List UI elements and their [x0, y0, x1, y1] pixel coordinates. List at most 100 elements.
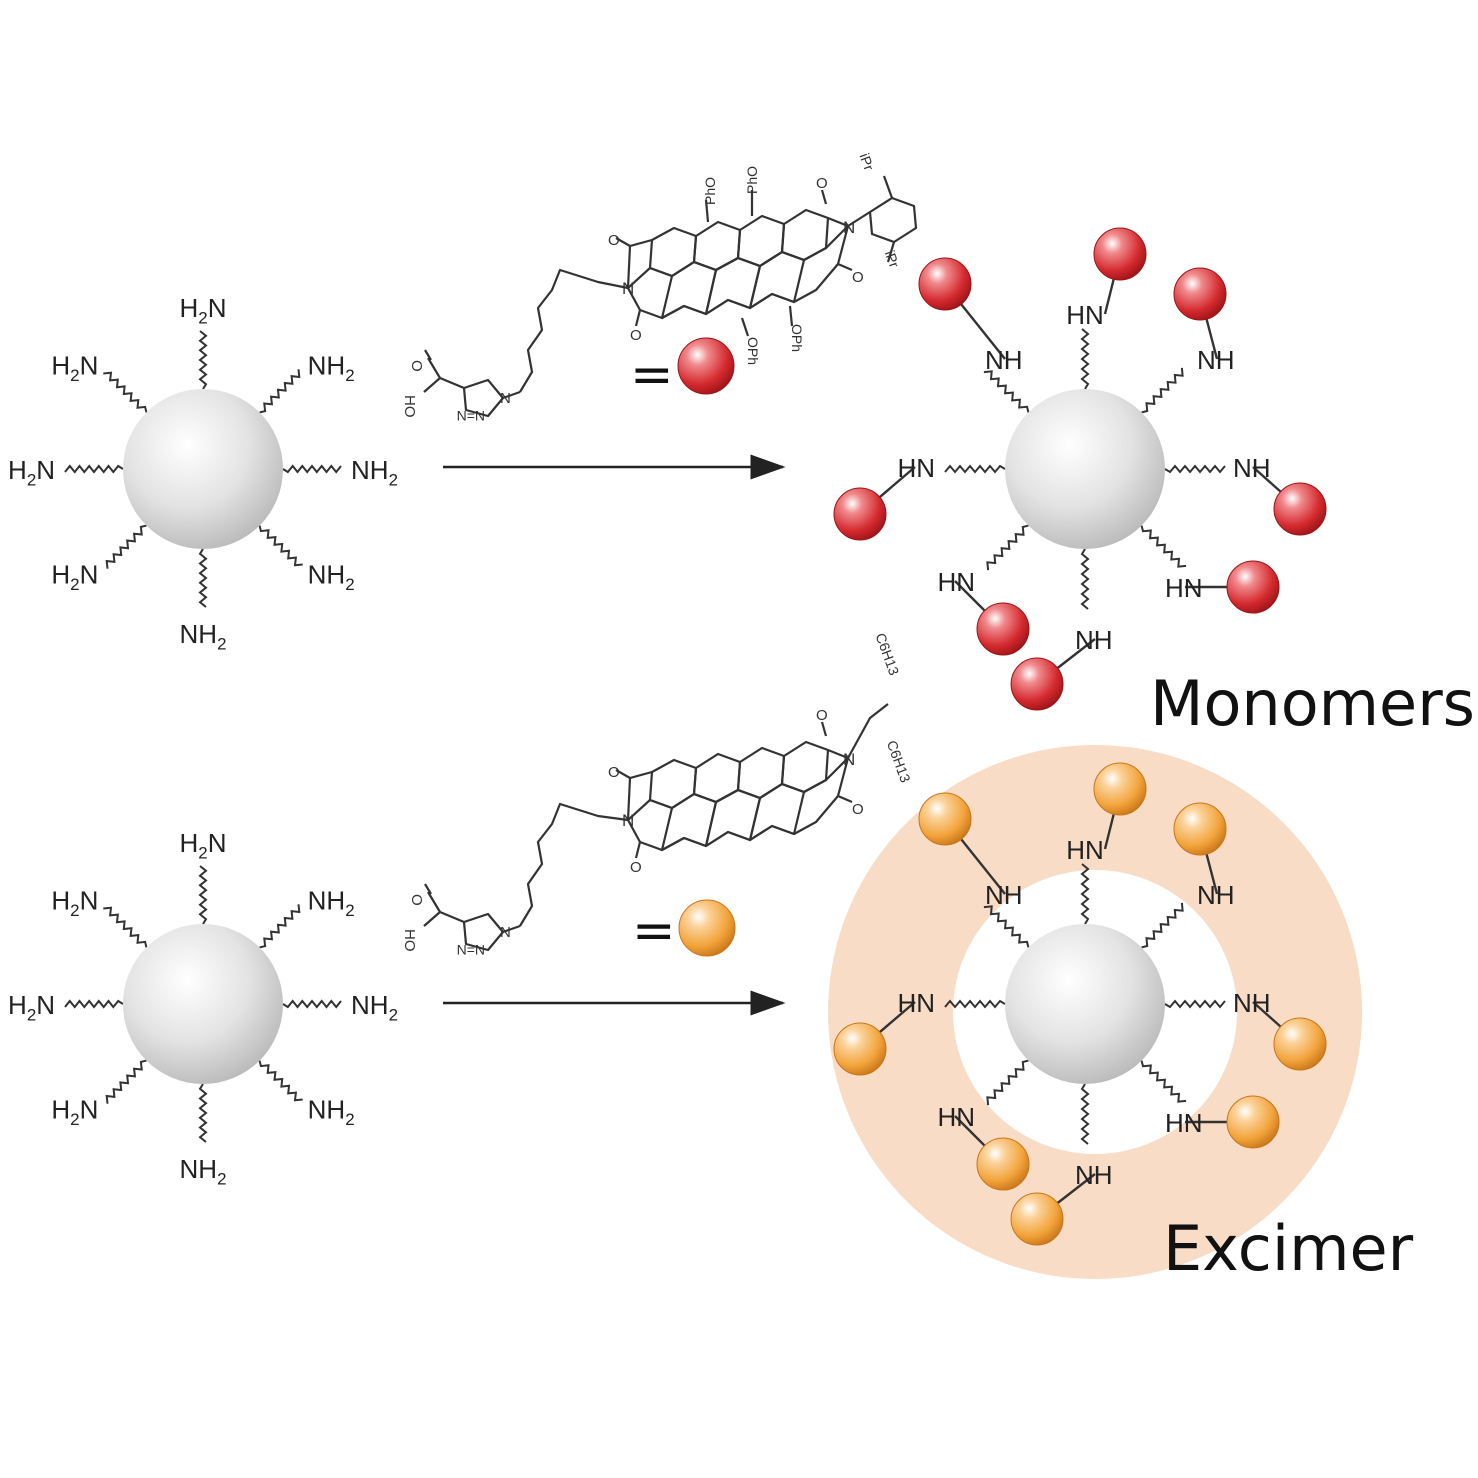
dye-bead	[976, 1137, 1030, 1191]
amine-label: NH	[1233, 988, 1271, 1018]
linker-chain	[1080, 1083, 1090, 1145]
monomers-label: Monomers	[1150, 667, 1475, 740]
amine-label: H2N	[51, 350, 98, 385]
linker-chain	[198, 1083, 208, 1143]
linker-chain	[983, 370, 1030, 413]
amine-label: H2N	[8, 455, 55, 490]
excimer-label: Excimer	[1163, 1212, 1414, 1285]
linker-chain	[105, 524, 147, 569]
atom-o-2: O	[630, 327, 642, 344]
amine-label: HN	[897, 453, 935, 483]
amine-label: HN	[937, 1102, 975, 1132]
linker-chain	[986, 1059, 1029, 1106]
atom-ipr-2: iPr	[882, 248, 903, 270]
linker-chain	[1164, 999, 1226, 1009]
red-bead-legend	[677, 337, 735, 395]
amine-label: HN	[897, 988, 935, 1018]
atom-c6h13-2: C6H13	[884, 738, 914, 785]
linker-chain	[103, 906, 148, 948]
pdi-phenoxy-molecule: O HO N=N N N N O O O O PhO PhO OPh OPh i…	[401, 151, 918, 424]
linker-chain	[105, 1059, 147, 1104]
amine-label: H2N	[8, 990, 55, 1025]
atom-nn: N=N	[457, 942, 485, 958]
atom-o-2: O	[630, 859, 642, 876]
dye-bead	[1226, 560, 1280, 614]
atom-oph-2: OPh	[789, 324, 805, 352]
dye-bead	[918, 792, 972, 846]
amine-label: NH	[1075, 625, 1113, 655]
linker-chain	[282, 464, 342, 474]
amine-label: H2N	[51, 1095, 98, 1130]
amine-label: H2N	[51, 885, 98, 920]
atom-n-imide-right: N	[843, 218, 855, 237]
pdi-swallowtail-molecule: O HO N=N N N N O O O O C6H13 C6H13	[401, 631, 914, 958]
amine-label: HN	[937, 567, 975, 597]
linker-chain	[1140, 1060, 1187, 1103]
atom-oph-1: OPh	[745, 337, 761, 365]
dye-bead	[1010, 657, 1064, 711]
atom-ho: HO	[401, 395, 418, 418]
atom-n-triazole: N	[500, 924, 511, 941]
equals-orange: =	[632, 901, 676, 961]
nanoparticle-core	[1005, 389, 1165, 549]
amine-label: H2N	[180, 293, 227, 328]
linker-chain	[258, 1060, 303, 1102]
orange-bead-legend	[678, 899, 736, 957]
dye-bead	[1273, 482, 1327, 536]
dye-bead	[918, 257, 972, 311]
nanoparticle-core	[123, 924, 283, 1084]
linker-chain	[259, 369, 301, 414]
atom-n-imide-left: N	[622, 279, 634, 298]
dye-bead	[833, 1022, 887, 1076]
amine-label: NH	[1075, 1160, 1113, 1190]
atom-o: O	[408, 894, 425, 906]
linker-chain	[198, 865, 208, 925]
linker-chain	[64, 464, 124, 474]
atom-c6h13-1: C6H13	[872, 631, 902, 678]
amine-label: NH2	[308, 560, 355, 595]
atom-o-4: O	[816, 707, 828, 724]
linker-chain	[64, 999, 124, 1009]
atom-pho-2: PhO	[744, 166, 760, 194]
dye-bead	[1173, 267, 1227, 321]
amine-label: HN	[1066, 300, 1104, 330]
atom-pho-1: PhO	[702, 177, 718, 205]
linker-chain	[944, 999, 1006, 1009]
dye-bead	[976, 602, 1030, 656]
linker-chain	[1080, 863, 1090, 925]
nanoparticle-core	[1005, 924, 1165, 1084]
dye-bead	[1093, 762, 1147, 816]
amine-label: NH2	[351, 455, 398, 490]
atom-n-triazole: N	[500, 390, 511, 407]
linker-chain	[258, 525, 303, 567]
linker-chain	[198, 548, 208, 608]
atom-o: O	[408, 360, 425, 372]
amine-label: NH	[985, 880, 1023, 910]
dye-bead	[1093, 227, 1147, 281]
amine-label: NH	[985, 345, 1023, 375]
linker-chain	[259, 904, 301, 949]
atom-o-1: O	[608, 764, 620, 781]
linker-chain	[986, 524, 1029, 571]
linker-chain	[198, 330, 208, 390]
amine-label: NH2	[308, 1095, 355, 1130]
nanoparticle-core	[123, 389, 283, 549]
atom-nn: N=N	[457, 408, 485, 424]
amine-label: HN	[1066, 835, 1104, 865]
atom-ipr-1: iPr	[856, 151, 877, 173]
dye-bead	[833, 487, 887, 541]
dye-bead	[1226, 1095, 1280, 1149]
linker-chain	[1080, 548, 1090, 610]
linker-chain	[1141, 367, 1184, 414]
linker-chain	[103, 371, 148, 413]
atom-o-4: O	[816, 175, 828, 192]
amine-label: HN	[1165, 573, 1203, 603]
linker-chain	[944, 464, 1006, 474]
equals-red: =	[630, 345, 674, 405]
dye-bead	[1173, 802, 1227, 856]
amine-label: NH2	[180, 619, 227, 654]
amine-label: H2N	[51, 560, 98, 595]
